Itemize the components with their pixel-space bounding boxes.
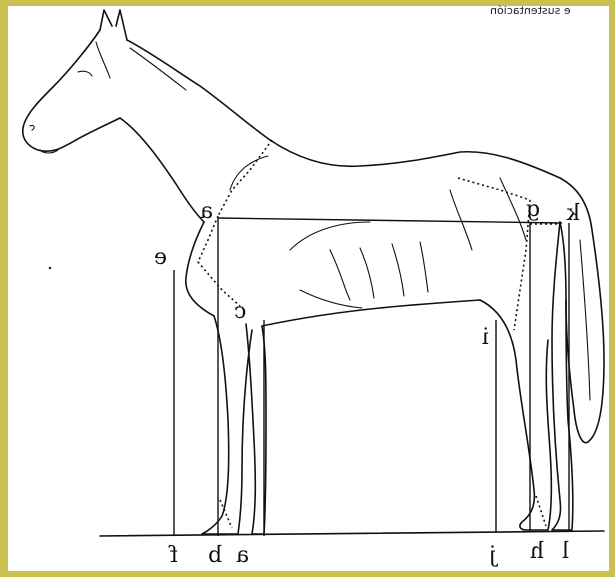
top-caption: e sustentación <box>490 4 571 17</box>
label-b: b <box>208 543 222 568</box>
measurement-lines <box>174 218 569 536</box>
label-g: g <box>526 197 540 222</box>
label-i: i <box>482 325 489 350</box>
dotted-guides <box>198 140 560 528</box>
label-k: k <box>566 201 580 226</box>
label-f: f <box>168 543 178 568</box>
label-a-top: a <box>200 199 213 224</box>
label-h: h <box>530 539 544 564</box>
stray-dot <box>49 267 51 269</box>
horse-outline <box>23 10 604 534</box>
label-j: j <box>489 543 499 568</box>
label-c: c <box>234 299 246 324</box>
label-l: l <box>562 539 569 564</box>
label-e: e <box>154 245 167 270</box>
label-a-bottom: a <box>236 543 249 568</box>
line-a-k <box>218 218 562 223</box>
ground-line <box>100 531 604 536</box>
